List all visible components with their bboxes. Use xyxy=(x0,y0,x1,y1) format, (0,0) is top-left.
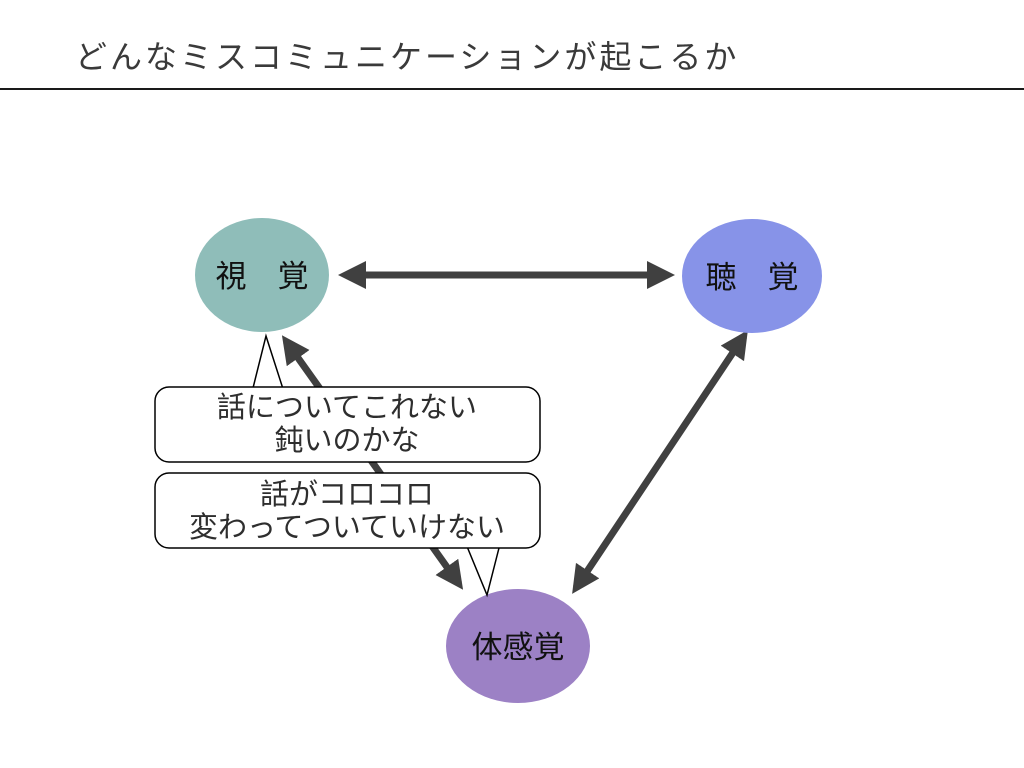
callout-body-tail xyxy=(464,543,501,598)
callout-vision-line2: 鈍いのかな xyxy=(274,424,419,457)
node-vision-label: 視 覚 xyxy=(216,259,309,294)
callout-vision-line1: 話についてこれない xyxy=(217,391,477,424)
node-hearing-label: 聴 覚 xyxy=(706,260,799,295)
callout-body-line2: 変わってついていけない xyxy=(189,511,505,544)
node-hearing-shape xyxy=(682,219,822,333)
node-body: 体感覚 xyxy=(446,589,590,703)
node-vision: 視 覚 xyxy=(195,218,329,332)
node-body-shape xyxy=(446,589,590,703)
edge-hearing-body xyxy=(572,330,748,594)
node-vision-shape xyxy=(195,218,329,332)
callout-body-line1: 話がコロコロ xyxy=(260,478,434,511)
callout-vision-tail xyxy=(251,333,286,393)
node-body-label: 体感覚 xyxy=(472,630,565,665)
callout-vision: 話についてこれない 鈍いのかな xyxy=(154,333,541,463)
node-hearing: 聴 覚 xyxy=(682,219,822,333)
callout-body: 話がコロコロ 変わってついていけない xyxy=(154,472,541,598)
callout-body-bubble xyxy=(154,472,541,549)
slide-title: どんなミスコミュニケーションが起こるか xyxy=(75,39,740,75)
callout-vision-bubble xyxy=(154,386,541,463)
title-divider xyxy=(0,88,1024,90)
